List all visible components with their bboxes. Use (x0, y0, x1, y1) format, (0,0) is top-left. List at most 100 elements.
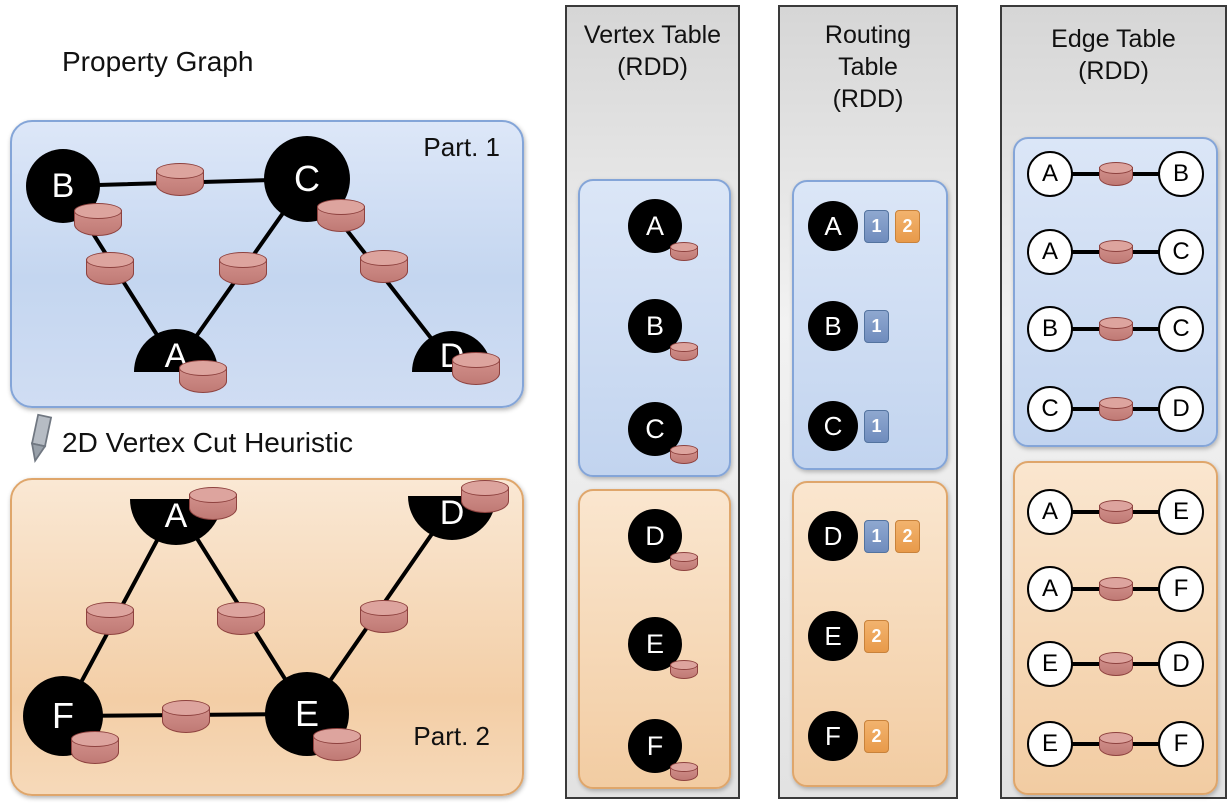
edge-connector (1128, 587, 1162, 591)
vertex-property-cylinder-icon (313, 728, 361, 761)
edge-property-cylinder-icon (360, 250, 408, 283)
edge-connector (1069, 407, 1103, 411)
vertex-property-cylinder-icon (179, 360, 227, 393)
vertex-property-cylinder-icon (317, 199, 365, 232)
vertex-property-cylinder-icon (461, 480, 509, 513)
vertex-circle: E (808, 611, 858, 661)
partition-2-badge: 2 (895, 209, 920, 243)
vertex-table-partition-2-box: D E F (578, 489, 731, 789)
target-vertex-circle: D (1158, 641, 1204, 687)
edge-property-cylinder-icon (1098, 732, 1133, 756)
vertex-table-title: Vertex Table (583, 21, 722, 49)
edge-connector (1069, 510, 1103, 514)
partition-1-badge: 1 (864, 209, 889, 243)
vertex-circle: C (628, 402, 682, 456)
source-vertex-circle: C (1027, 386, 1073, 432)
target-vertex-circle: F (1158, 721, 1204, 767)
target-vertex-circle: C (1158, 306, 1204, 352)
edge-connector (1128, 327, 1162, 331)
edge-connector (1128, 172, 1162, 176)
target-vertex-circle: C (1158, 229, 1204, 275)
edge-property-cylinder-icon (1098, 240, 1133, 264)
edge-connector (1069, 172, 1103, 176)
edge-property-cylinder-icon (1098, 652, 1133, 676)
routing-table-partition-2-box: D 1 2 E 2 F 2 (792, 481, 948, 787)
edge-connector (1069, 250, 1103, 254)
vertex-property-cylinder-icon (670, 660, 698, 679)
routing-row: F 2 (808, 711, 889, 761)
routing-table-title-line1: Routing (824, 21, 912, 49)
edge-row: A B (1027, 151, 1204, 197)
partition-2-label: Part. 2 (413, 721, 490, 751)
routing-row: E 2 (808, 611, 889, 661)
vertex-table-subtitle: (RDD) (617, 53, 688, 81)
edge-row: A E (1027, 489, 1204, 535)
vertex-table-node: C (628, 402, 698, 464)
edge-property-cylinder-icon (86, 252, 134, 285)
partition-1-badge: 1 (864, 519, 889, 553)
edge-property-cylinder-icon (162, 700, 210, 733)
routing-table-panel: Routing Table (RDD) A 1 2 B 1 C 1 D 1 2 (778, 5, 958, 799)
edge-connector (1128, 250, 1162, 254)
edge-row: E F (1027, 721, 1204, 767)
edge-row: A C (1027, 229, 1204, 275)
edge-connector (1128, 662, 1162, 666)
target-vertex-circle: E (1158, 489, 1204, 535)
source-vertex-circle: A (1027, 489, 1073, 535)
source-vertex-circle: A (1027, 229, 1073, 275)
edge-table-partition-1-box: A B A C B C C (1013, 137, 1218, 447)
edge-property-cylinder-icon (86, 602, 134, 635)
edge-property-cylinder-icon (1098, 162, 1133, 186)
source-vertex-circle: A (1027, 151, 1073, 197)
edge-property-cylinder-icon (219, 252, 267, 285)
edge-connector (1069, 587, 1103, 591)
vertex-property-cylinder-icon (74, 203, 122, 236)
vertex-property-cylinder-icon (670, 342, 698, 361)
source-vertex-circle: A (1027, 566, 1073, 612)
source-vertex-circle: E (1027, 641, 1073, 687)
edge-connector (1128, 407, 1162, 411)
edge-property-cylinder-icon (217, 602, 265, 635)
edge-row: A F (1027, 566, 1204, 612)
partition-2-badge: 2 (895, 519, 920, 553)
routing-row: B 1 (808, 301, 889, 351)
edge-table-partition-2-box: A E A F E D E (1013, 461, 1218, 795)
edge-table-panel: Edge Table (RDD) A B A C B (1000, 5, 1227, 799)
vertex-table-node: D (628, 509, 698, 571)
vertex-circle: C (808, 401, 858, 451)
vertex-table-panel: Vertex Table (RDD) A B C D E (565, 5, 740, 799)
vertex-property-cylinder-icon (670, 445, 698, 464)
routing-table-title-line2: Table (838, 53, 898, 81)
vertex-property-cylinder-icon (670, 762, 698, 781)
partition-2-badge: 2 (864, 719, 889, 753)
routing-table-partition-1-box: A 1 2 B 1 C 1 (792, 180, 948, 470)
source-vertex-circle: B (1027, 306, 1073, 352)
routing-row: D 1 2 (808, 511, 920, 561)
edge-property-cylinder-icon (1098, 317, 1133, 341)
pencil-icon (30, 413, 53, 464)
vertex-circle: F (808, 711, 858, 761)
vertex-circle: D (808, 511, 858, 561)
edge-row: E D (1027, 641, 1204, 687)
edge-property-cylinder-icon (360, 600, 408, 633)
edge-connector (1069, 742, 1103, 746)
edge-connector (1128, 510, 1162, 514)
edge-property-cylinder-icon (1098, 500, 1133, 524)
edge-connector (1069, 327, 1103, 331)
edge-row: B C (1027, 306, 1204, 352)
edge-property-cylinder-icon (1098, 397, 1133, 421)
property-graph-title: Property Graph (62, 46, 254, 77)
source-vertex-circle: E (1027, 721, 1073, 767)
vertex-property-cylinder-icon (71, 731, 119, 764)
routing-row: C 1 (808, 401, 889, 451)
vertex-table-partition-1-box: A B C (578, 179, 731, 477)
target-vertex-circle: D (1158, 386, 1204, 432)
vertex-table-node: B (628, 299, 698, 361)
vertex-circle: B (808, 301, 858, 351)
vertex-property-cylinder-icon (452, 352, 500, 385)
target-vertex-circle: B (1158, 151, 1204, 197)
partition-1-badge: 1 (864, 409, 889, 443)
edge-property-cylinder-icon (156, 163, 204, 196)
edge-property-cylinder-icon (1098, 577, 1133, 601)
